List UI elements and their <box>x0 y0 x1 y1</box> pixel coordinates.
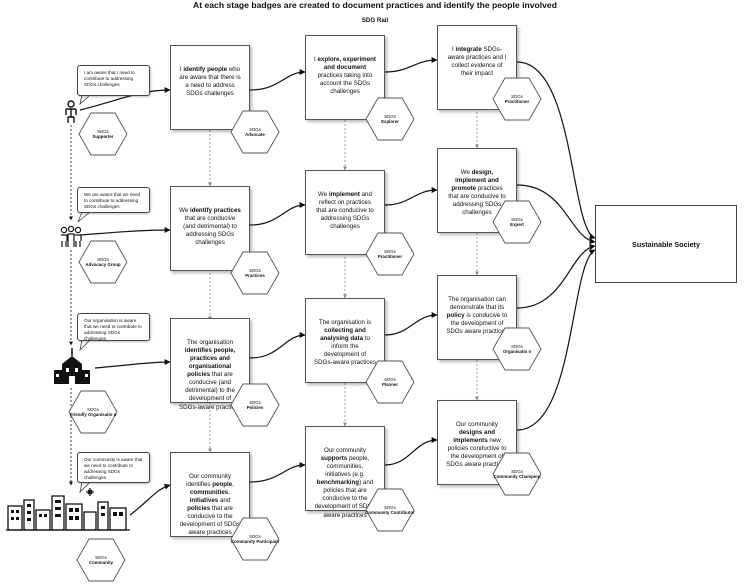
arrow-r1-society <box>516 61 596 240</box>
stage-box-col1-row1: I identify people who are aware that the… <box>170 45 250 130</box>
arrow-icon3-col1 <box>94 359 171 369</box>
badge-title: Community Participant <box>230 539 280 544</box>
stage-box-col2-row4: Our community supports people, communiti… <box>305 426 385 519</box>
stage-box-col2-row2: We implement and reflect on practices th… <box>305 170 385 255</box>
badge-prefix: SDGs <box>384 504 396 510</box>
badge-title: Advocate <box>245 132 265 137</box>
badge-prefix: SDGs <box>511 93 523 99</box>
badge-title: Explorer <box>381 119 399 124</box>
badge-title: Organisatio n <box>502 349 532 354</box>
arrow-r1-c2c3 <box>384 57 438 73</box>
arrow-icon1-col1 <box>79 87 171 111</box>
arrow-r4-c2c3 <box>384 437 438 466</box>
badge-prefix: SDGs <box>95 554 107 560</box>
arrow-r3-c2c3 <box>384 312 438 336</box>
arrow-r3-c1c2 <box>249 332 306 359</box>
badge-prefix: SDGs <box>97 256 109 262</box>
badge-title: Policies <box>246 405 264 410</box>
page-title: At each stage badges are created to docu… <box>193 0 557 10</box>
badge-prefix: SDGs <box>384 376 396 382</box>
arrow-icon4-col1 <box>129 483 171 516</box>
stage-box-col1-row2: We identify practices that are conducive… <box>170 186 250 271</box>
badge-prefix: SDGs <box>511 343 523 349</box>
awareness-bubble-organisation: Our organisation is aware that we need t… <box>77 313 150 341</box>
badge-prefix: SDGs <box>249 533 261 539</box>
stage-box-col2-row3: The organisation is collecting and analy… <box>305 298 385 383</box>
arrow-r3-society <box>516 243 596 309</box>
badge-prefix: SDGs <box>511 216 523 222</box>
badge-title: Planner <box>381 382 399 387</box>
awareness-bubble-individual: I am aware that I need to contribute to … <box>77 65 150 96</box>
badge-prefix: SDGs <box>511 468 523 474</box>
stage-box-col1-row3: The organisation identifies people, prac… <box>170 318 250 411</box>
diagram-subtitle: SDG Rail <box>361 17 389 24</box>
badge-title: Supporter <box>92 134 114 139</box>
group-icon <box>60 225 82 247</box>
badge-prefix: SDGs <box>249 267 261 273</box>
building-icon <box>54 348 90 384</box>
sustainable-society-box: Sustainable Society <box>595 205 737 283</box>
badge-title: Expert <box>510 222 524 227</box>
badge-title: Practices <box>245 273 265 278</box>
arrow-r2-c2c3 <box>384 187 438 206</box>
arrow-r4-society <box>516 249 596 431</box>
person-icon <box>65 100 77 123</box>
arrow-icon2-col1 <box>79 227 171 236</box>
badge-title: Community Contributor <box>365 510 415 515</box>
badge-prefix: SDGs <box>87 406 99 412</box>
badge-title: Advocacy Group <box>85 262 121 267</box>
arrow-r2-c1c2 <box>249 202 306 226</box>
badge-title: Practitioner <box>504 99 530 104</box>
arrow-r2-society <box>516 184 596 245</box>
stage-box-col1-row4: Our community identifies people, communi… <box>170 452 250 537</box>
badge-prefix: SDGs <box>384 248 396 254</box>
badge-title: Community <box>88 560 114 565</box>
awareness-bubble-community: Our community is aware that we need to c… <box>77 452 150 483</box>
badge-title: Friendly Organisatio n <box>69 412 117 417</box>
badge-prefix: SDGs <box>249 399 261 405</box>
city-icon <box>6 488 130 531</box>
arrow-r4-c1c2 <box>249 462 306 483</box>
awareness-bubble-group: We are aware that we need to contribute … <box>77 187 150 213</box>
badge-title: Community Champion <box>493 474 541 479</box>
badge-prefix: SDGs <box>384 113 396 119</box>
badge-prefix: SDGs <box>249 126 261 132</box>
stage-box-col2-row1: I explore, experiment and document pract… <box>305 35 385 120</box>
arrow-r1-c1c2 <box>249 69 306 91</box>
badge-title: Practitioner <box>377 254 403 259</box>
badge-prefix: SDGs <box>97 128 109 134</box>
